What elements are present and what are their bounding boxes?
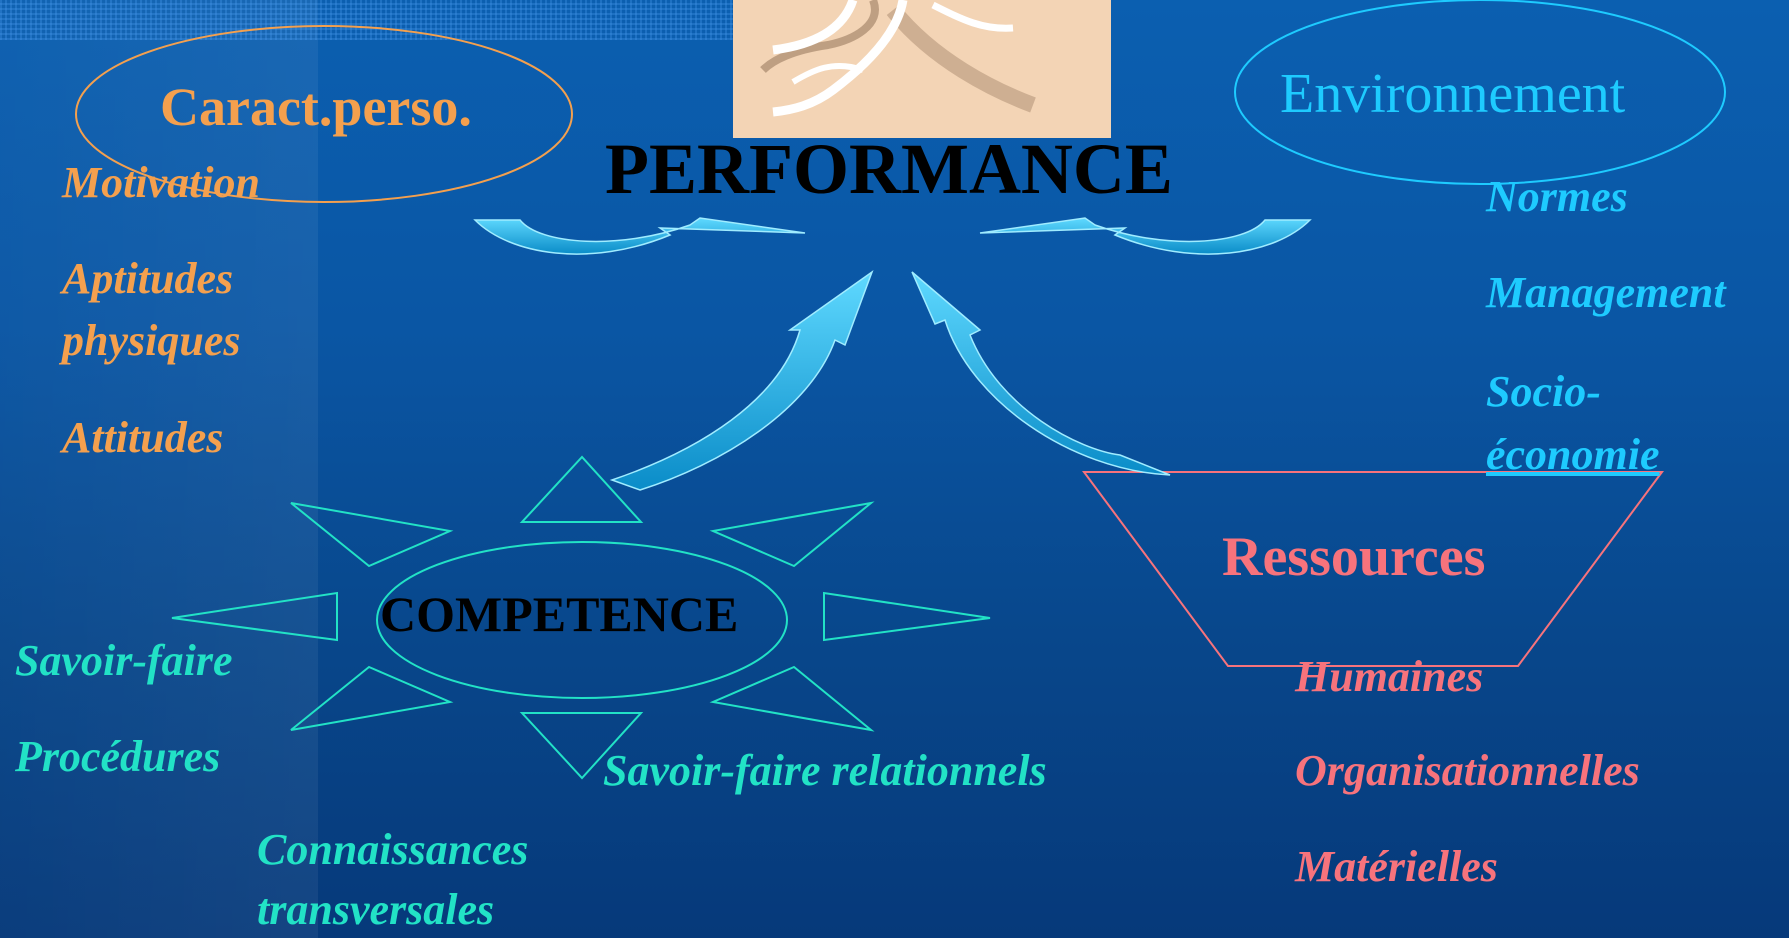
- resources-item-materielles: Matérielles: [1295, 842, 1498, 891]
- environment-heading: Environnement: [1280, 63, 1626, 125]
- runner-sketch-icon: [760, 0, 1036, 117]
- left-background-band: [0, 0, 318, 938]
- ray-right: [823, 591, 991, 642]
- environment-ellipse: [1234, 0, 1726, 185]
- environment-item-management: Management: [1486, 268, 1726, 317]
- competence-item-transversales: transversales: [257, 885, 495, 934]
- arrow-left-top: [473, 217, 806, 255]
- environment-item-normes: Normes: [1486, 172, 1628, 221]
- performance-title: PERFORMANCE: [605, 129, 1173, 209]
- ray-upper-left: [290, 502, 454, 568]
- personal-heading: Caract.perso.: [160, 77, 472, 137]
- competence-heading: COMPETENCE: [380, 586, 739, 642]
- competence-rays: [171, 455, 991, 780]
- ray-lower-left: [290, 665, 454, 731]
- runner-image: [733, 0, 1111, 138]
- resources-heading: Ressources: [1222, 526, 1486, 588]
- personal-item-aptitudes: Aptitudes: [62, 254, 234, 303]
- environment-item-economie: économie: [1486, 430, 1660, 479]
- personal-ellipse: [75, 25, 573, 203]
- resources-trapezoid: [1082, 471, 1664, 667]
- competence-item-procedures: Procédures: [15, 732, 221, 781]
- competence-item-savoir-faire: Savoir-faire: [15, 636, 233, 685]
- resources-item-humaines: Humaines: [1295, 652, 1484, 701]
- competence-ellipse: [376, 541, 788, 699]
- competence-item-relationnels: Savoir-faire relationnels: [603, 746, 1047, 795]
- ray-top: [519, 455, 644, 523]
- personal-item-physiques: physiques: [62, 316, 241, 365]
- top-grid-pattern: [0, 0, 740, 40]
- personal-item-motivation: Motivation: [62, 158, 261, 207]
- ray-lower-right: [709, 665, 875, 732]
- environment-item-socio: Socio-: [1486, 367, 1601, 416]
- ray-left: [171, 591, 338, 642]
- ray-bottom: [519, 712, 644, 780]
- arrow-competence-up: [609, 269, 874, 491]
- resources-item-organisationnelles: Organisationnelles: [1295, 746, 1640, 795]
- ray-upper-right: [709, 501, 875, 568]
- competence-item-connaissances: Connaissances: [257, 825, 529, 874]
- arrow-right-top: [979, 217, 1312, 255]
- arrow-resources-up: [911, 271, 1171, 476]
- personal-item-attitudes: Attitudes: [62, 413, 224, 462]
